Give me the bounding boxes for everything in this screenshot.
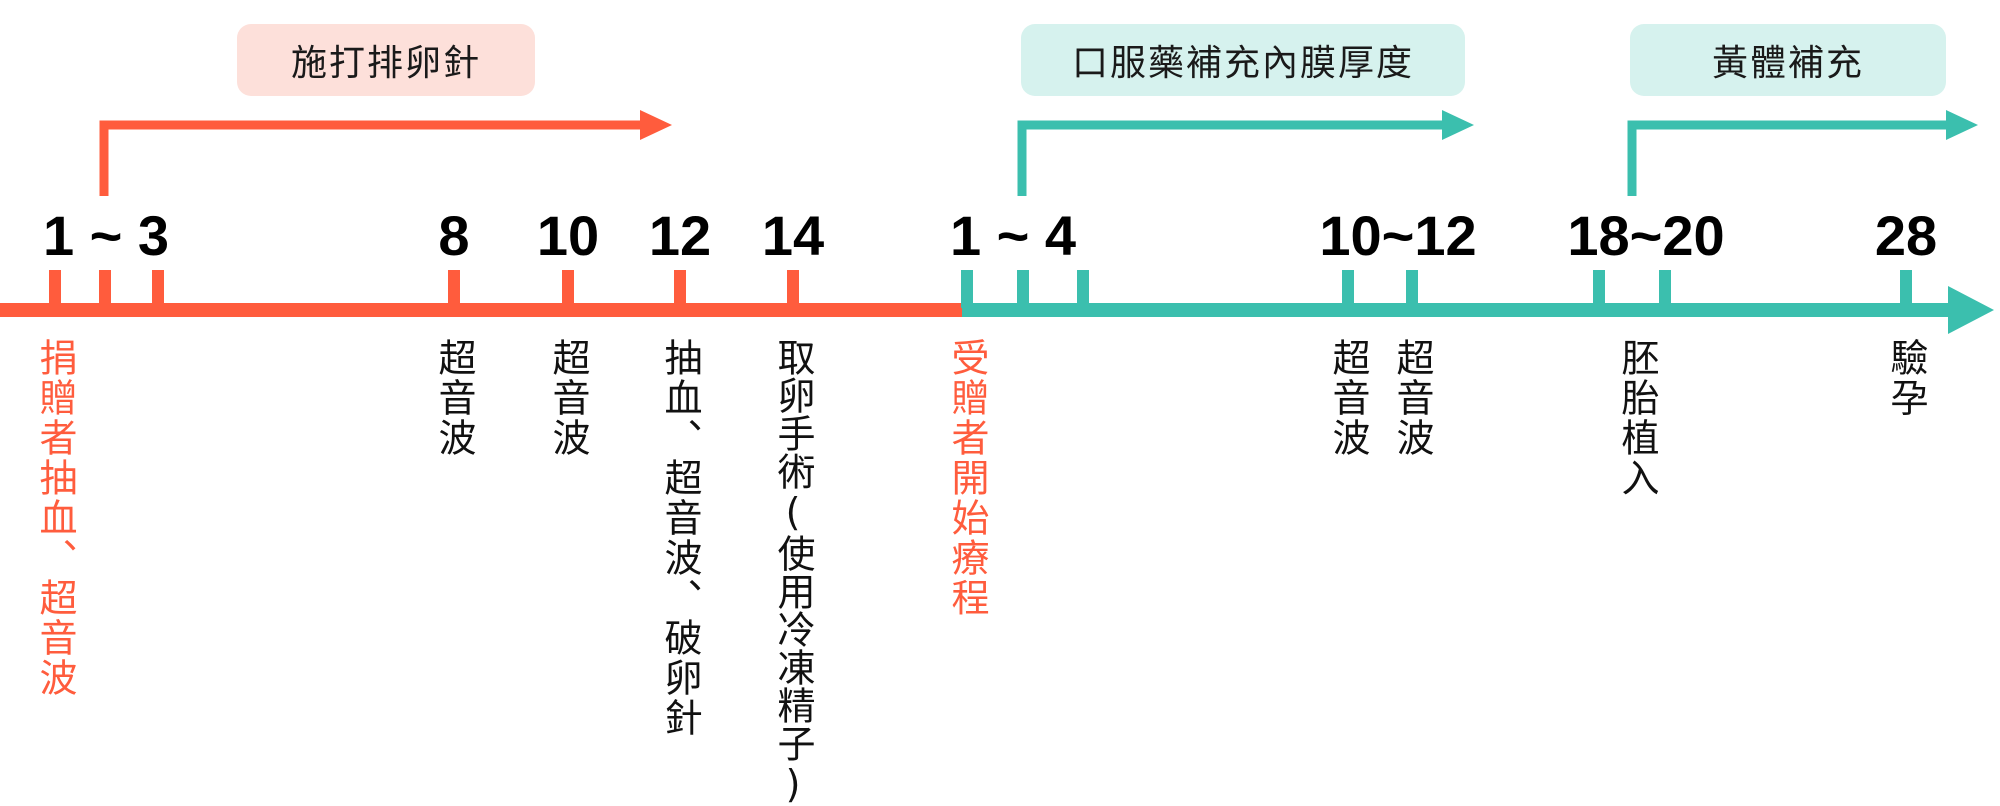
pill-ovulation-injection: 施打排卵針 [237,24,535,96]
day-label-d12: 12 [648,204,712,267]
event-recipient-start: 受贈者開始療程 [945,338,989,618]
tick-d2 [99,270,111,308]
day-label-r28: 28 [1874,204,1938,267]
event-r28: 驗孕 [1884,338,1928,418]
event-d14: 取卵手術(使用冷凍精子) [771,338,815,806]
lining-arrowhead [1442,110,1474,140]
day-label-r10-12: 10~12 [1319,204,1477,267]
event-d8: 超音波 [432,338,476,458]
timeline-arrowhead [1948,286,1994,334]
event-d12: 抽血、超音波、破卵針 [658,338,702,738]
day-label-d8: 8 [438,204,470,267]
event-r10: 超音波 [1326,338,1370,458]
tick-d1 [49,270,61,308]
day-label-r1-4: 1 ~ 4 [949,204,1077,267]
tick-d14 [787,270,799,308]
recipient-timeline-bar [962,303,1952,317]
tick-r12 [1406,270,1418,308]
tick-d3 [152,270,164,308]
event-r12: 超音波 [1390,338,1434,458]
tick-r2 [1017,270,1029,308]
tick-r20 [1659,270,1671,308]
pill-ovulation-injection-text: 施打排卵針 [290,43,481,84]
ovulation-injection-arrow [99,120,642,196]
ovulation-injection-arrowhead [640,110,672,140]
tick-r1 [961,270,973,308]
progesterone-arrowhead [1946,110,1978,140]
event-donor-start: 捐贈者抽血、超音波 [33,338,77,698]
event-r18: 胚胎植入 [1615,338,1659,498]
pill-lining-medication: 口服藥補充內膜厚度 [1021,24,1465,96]
event-d10: 超音波 [546,338,590,458]
tick-d12 [674,270,686,308]
tick-r4 [1077,270,1089,308]
progesterone-arrow [1627,120,1948,196]
tick-r18 [1593,270,1605,308]
pill-lining-medication-text: 口服藥補充內膜厚度 [1071,43,1414,84]
day-label-d10: 10 [536,204,600,267]
tick-d8 [448,270,460,308]
pill-progesterone-text: 黃體補充 [1711,43,1864,84]
pill-progesterone: 黃體補充 [1630,24,1946,96]
lining-arrow [1017,120,1444,196]
day-label-d1-3: 1 ~ 3 [42,204,170,267]
day-label-d14: 14 [761,204,825,267]
tick-r10 [1342,270,1354,308]
tick-r28 [1900,270,1912,308]
donor-timeline-bar [0,303,962,317]
day-label-r18-20: 18~20 [1567,204,1725,267]
tick-d10 [562,270,574,308]
